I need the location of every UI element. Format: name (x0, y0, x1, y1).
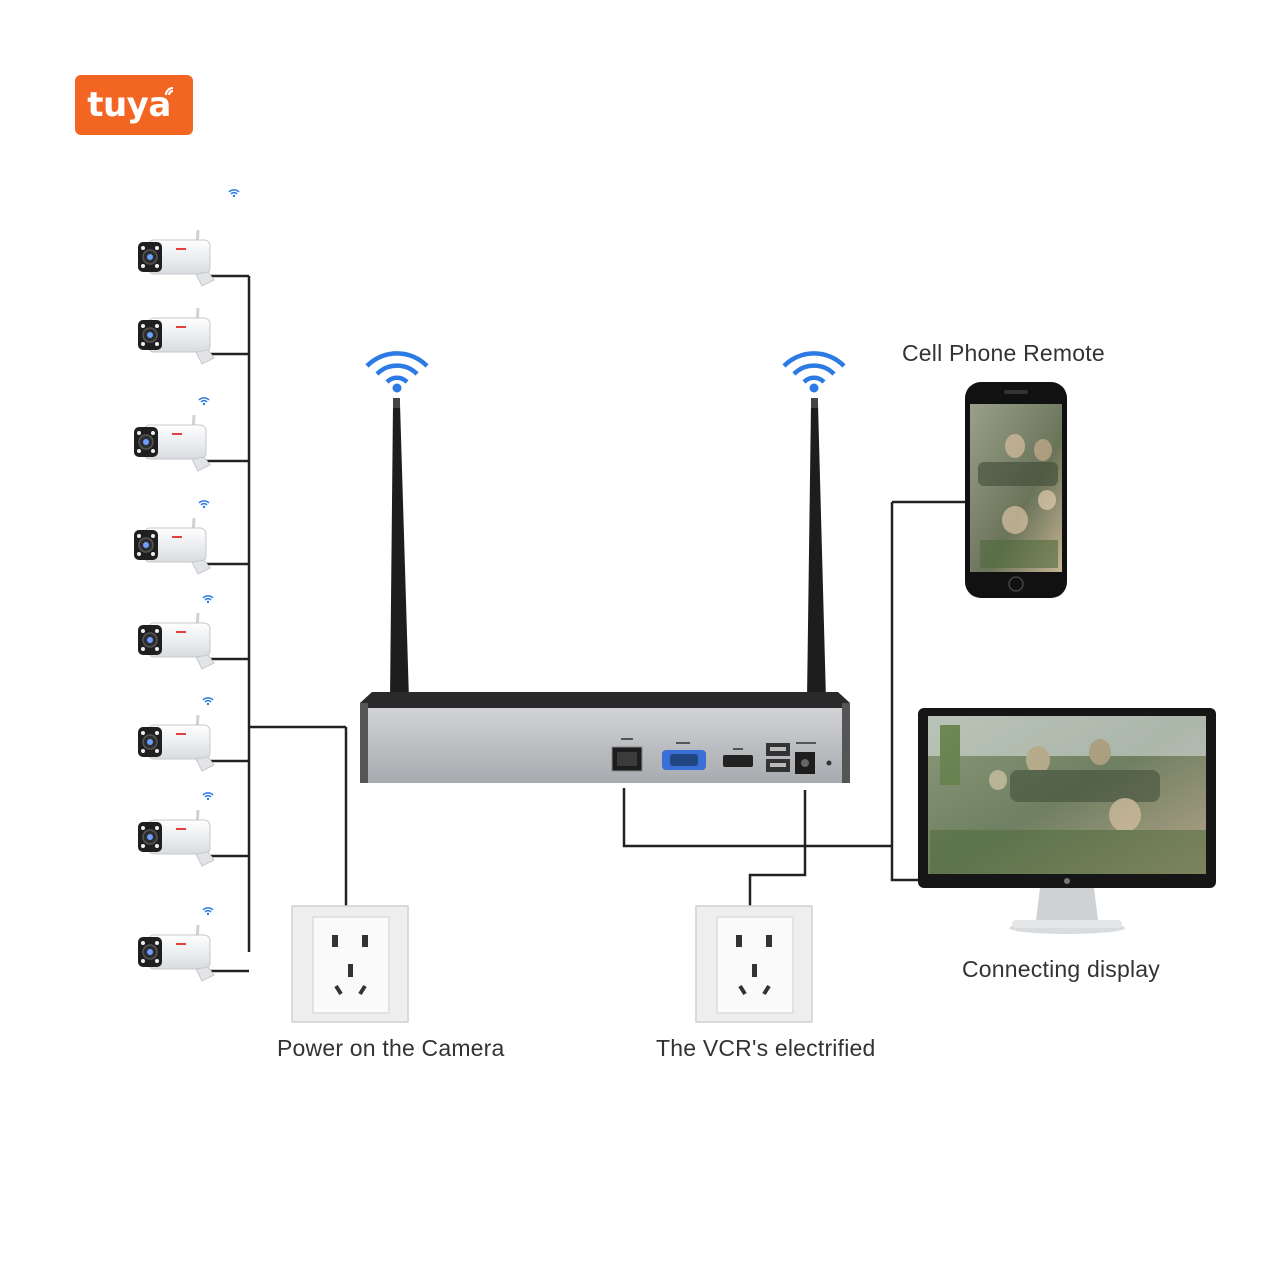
wifi-icon (365, 351, 429, 393)
wifi-icon (202, 907, 214, 916)
bullet-camera-icon (138, 189, 240, 287)
wifi-icon (202, 697, 214, 706)
monitor-icon (918, 708, 1216, 934)
camera-column (134, 189, 240, 982)
power-socket-icon (695, 905, 813, 1023)
right-antenna (803, 398, 829, 742)
wifi-icon (202, 792, 214, 801)
nvr-recorder-icon (360, 692, 850, 783)
bullet-camera-icon (138, 307, 215, 365)
display-label: Connecting display (962, 956, 1160, 982)
hdmi-port (723, 755, 753, 767)
bullet-camera-icon (138, 595, 215, 670)
tuya-logo-text: tuya (87, 85, 171, 125)
wifi-icon (782, 351, 846, 393)
phone-label: Cell Phone Remote (902, 340, 1105, 366)
camera-bus-wires (247, 276, 348, 952)
bullet-camera-icon (134, 500, 211, 575)
wifi-icon (228, 189, 240, 198)
nvr-output-wires (622, 500, 967, 906)
bullet-camera-icon (138, 792, 215, 867)
vcr-power-label: The VCR's electrified (656, 1035, 876, 1061)
bullet-camera-icon (138, 907, 215, 982)
wifi-icon (198, 500, 210, 509)
tuya-logo-signal-icon (164, 86, 174, 96)
bullet-camera-icon (138, 697, 215, 772)
camera-stub-wires (205, 274, 249, 973)
camera-power-label: Power on the Camera (277, 1035, 505, 1061)
smartphone-icon (965, 382, 1067, 598)
tuya-logo: tuya (75, 75, 193, 135)
left-antenna (386, 398, 412, 742)
power-socket-icon (291, 905, 409, 1023)
wifi-icon (198, 397, 210, 406)
bullet-camera-icon (134, 397, 211, 472)
wifi-icon (202, 595, 214, 604)
